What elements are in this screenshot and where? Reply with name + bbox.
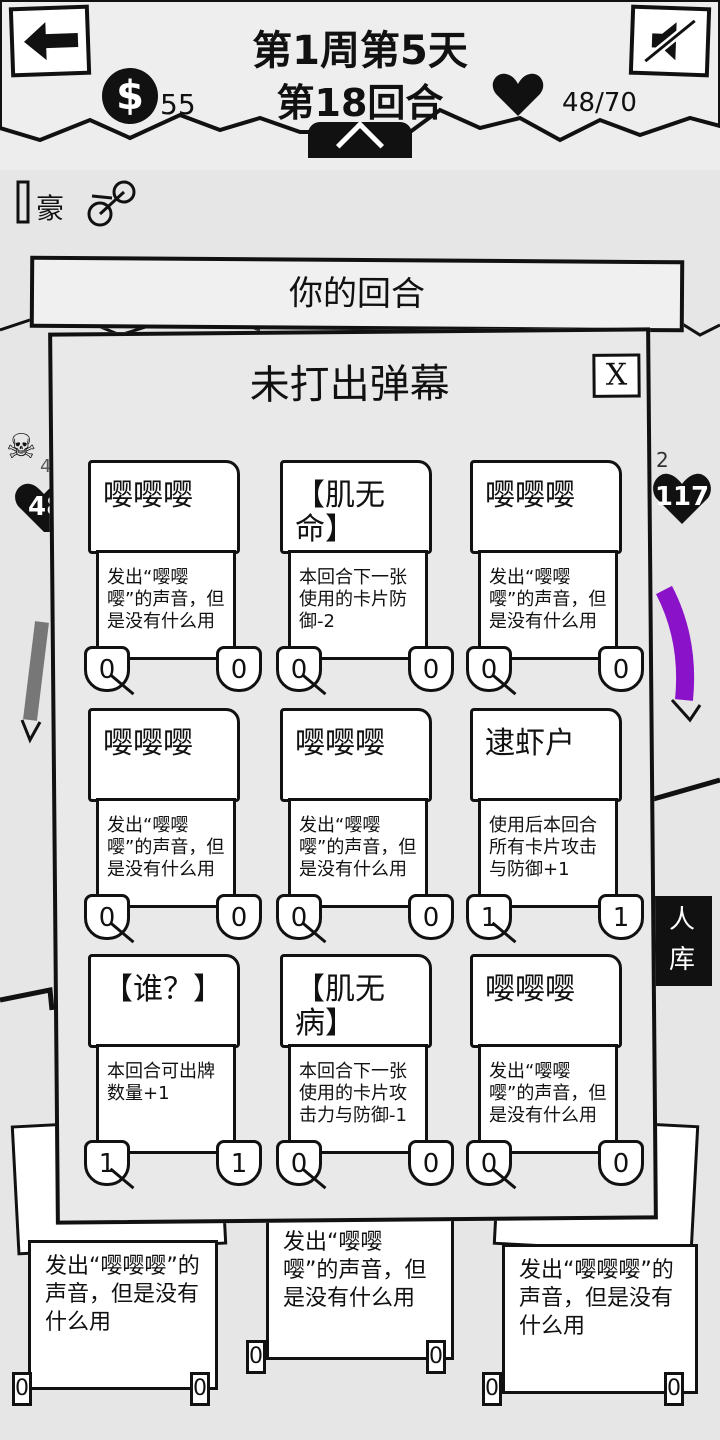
bicycle-status-icon: 豪 xyxy=(16,180,136,227)
enemy-right-hp-value: 117 xyxy=(654,482,710,512)
week-day-label: 第1周第5天 xyxy=(252,28,468,74)
card-name: 嘤嘤嘤 xyxy=(470,954,622,1048)
card[interactable]: 【肌无命】 本回合下一张使用的卡片防御-2 0 0 xyxy=(276,460,456,692)
defense-badge: 0 xyxy=(598,1140,644,1186)
defense-badge: 0 xyxy=(408,894,454,940)
enemy-heart-icon xyxy=(15,483,58,532)
hand-card-desc: 发出“嘤嘤嘤”的声音，但是没有什么用 xyxy=(283,1230,427,1311)
defense-badge: 0 xyxy=(190,1372,210,1406)
enemy-left-level: 4 xyxy=(40,456,52,477)
back-arrow-icon xyxy=(24,22,79,61)
top-bar xyxy=(0,0,720,170)
enemy-right-level: 2 xyxy=(656,448,669,472)
attack-badge: 0 xyxy=(84,646,130,692)
card-name: 嘤嘤嘤 xyxy=(88,460,240,554)
card-desc: 本回合可出牌数量+1 xyxy=(96,1044,236,1154)
card-desc: 发出“嘤嘤嘤”的声音，但是没有什么用 xyxy=(288,798,428,908)
card-name: 【肌无病】 xyxy=(280,954,432,1048)
library-button-line1: 人 xyxy=(668,905,695,935)
card[interactable]: 逮虾户 使用后本回合所有卡片攻击与防御+1 1 1 xyxy=(466,708,646,940)
card[interactable]: 嘤嘤嘤 发出“嘤嘤嘤”的声音，但是没有什么用 0 0 xyxy=(466,460,646,692)
card-desc: 本回合下一张使用的卡片攻击力与防御-1 xyxy=(288,1044,428,1154)
back-button[interactable] xyxy=(8,4,92,78)
attack-badge: 0 xyxy=(466,646,512,692)
attack-badge: 1 xyxy=(84,1140,130,1186)
defense-badge: 0 xyxy=(408,646,454,692)
mute-button[interactable] xyxy=(628,4,712,78)
attack-badge: 1 xyxy=(466,894,512,940)
attack-badge: 0 xyxy=(12,1372,32,1406)
hand-card-desc: 发出“嘤嘤嘤”的声音，但是没有什么用 xyxy=(519,1258,674,1339)
defense-badge: 0 xyxy=(598,646,644,692)
player-hp: 48/70 xyxy=(562,88,637,118)
defense-badge: 1 xyxy=(598,894,644,940)
attack-badge: 0 xyxy=(482,1372,502,1406)
library-button-line2: 库 xyxy=(668,945,695,975)
card-desc: 发出“嘤嘤嘤”的声音，但是没有什么用 xyxy=(478,1044,618,1154)
card[interactable]: 【谁？】 本回合可出牌数量+1 1 1 xyxy=(84,954,264,1186)
card[interactable]: 嘤嘤嘤 发出“嘤嘤嘤”的声音，但是没有什么用 0 0 xyxy=(84,708,264,940)
expand-button[interactable] xyxy=(308,120,412,170)
enemy-right-hp[interactable]: 117 xyxy=(652,470,712,526)
card-name: 逮虾户 xyxy=(470,708,622,802)
library-button[interactable]: 人 库 xyxy=(652,896,712,986)
defense-badge: 1 xyxy=(216,1140,262,1186)
defense-badge: 0 xyxy=(664,1372,684,1406)
enemy-left-hp[interactable]: 48 xyxy=(14,480,64,536)
attack-badge: 0 xyxy=(466,1140,512,1186)
defense-badge: 0 xyxy=(408,1140,454,1186)
card-name: 嘤嘤嘤 xyxy=(88,708,240,802)
status-effects: 豪 xyxy=(14,176,138,236)
close-button[interactable]: X xyxy=(592,353,641,398)
coin-count: 55 xyxy=(160,88,196,121)
attack-badge: 0 xyxy=(276,894,322,940)
card[interactable]: 嘤嘤嘤 发出“嘤嘤嘤”的声音，但是没有什么用 0 0 xyxy=(276,708,456,940)
card-desc: 发出“嘤嘤嘤”的声音，但是没有什么用 xyxy=(96,550,236,660)
torn-paper-edge xyxy=(0,0,720,143)
hand-card[interactable]: 发出“嘤嘤嘤”的声音，但是没有什么用 xyxy=(28,1240,218,1390)
card-name: 【谁？】 xyxy=(88,954,240,1048)
coin-icon: $ xyxy=(102,68,158,124)
panel-title: 未打出弹幕 xyxy=(249,361,450,409)
hand-card[interactable]: 发出“嘤嘤嘤”的声音，但是没有什么用 xyxy=(502,1244,698,1394)
card-name: 【肌无命】 xyxy=(280,460,432,554)
seal-char: 豪 xyxy=(36,192,64,225)
heart-icon xyxy=(492,73,544,116)
speaker-muted-icon xyxy=(642,17,698,65)
attack-badge: 0 xyxy=(246,1340,266,1374)
card[interactable]: 嘤嘤嘤 发出“嘤嘤嘤”的声音，但是没有什么用 0 0 xyxy=(466,954,646,1186)
attack-badge: 0 xyxy=(276,1140,322,1186)
attack-badge: 0 xyxy=(84,894,130,940)
turn-banner: 你的回合 xyxy=(29,255,685,333)
card[interactable]: 【肌无病】 本回合下一张使用的卡片攻击力与防御-1 0 0 xyxy=(276,954,456,1186)
defense-badge: 0 xyxy=(216,646,262,692)
round-label: 第18回合 xyxy=(276,81,444,125)
defense-badge: 0 xyxy=(216,894,262,940)
svg-text:☠: ☠ xyxy=(6,427,36,467)
card-desc: 发出“嘤嘤嘤”的声音，但是没有什么用 xyxy=(96,798,236,908)
hand-card[interactable]: 发出“嘤嘤嘤”的声音，但是没有什么用 xyxy=(266,1216,454,1360)
card-name: 嘤嘤嘤 xyxy=(280,708,432,802)
card-desc: 本回合下一张使用的卡片防御-2 xyxy=(288,550,428,660)
card-name: 嘤嘤嘤 xyxy=(470,460,622,554)
defense-badge: 0 xyxy=(426,1340,446,1374)
card[interactable]: 嘤嘤嘤 发出“嘤嘤嘤”的声音，但是没有什么用 0 0 xyxy=(84,460,264,692)
enemy-heart-icon xyxy=(653,473,711,524)
hand-card-desc: 发出“嘤嘤嘤”的声音，但是没有什么用 xyxy=(45,1254,200,1335)
attack-badge: 0 xyxy=(276,646,322,692)
card-desc: 使用后本回合所有卡片攻击与防御+1 xyxy=(478,798,618,908)
card-desc: 发出“嘤嘤嘤”的声音，但是没有什么用 xyxy=(478,550,618,660)
